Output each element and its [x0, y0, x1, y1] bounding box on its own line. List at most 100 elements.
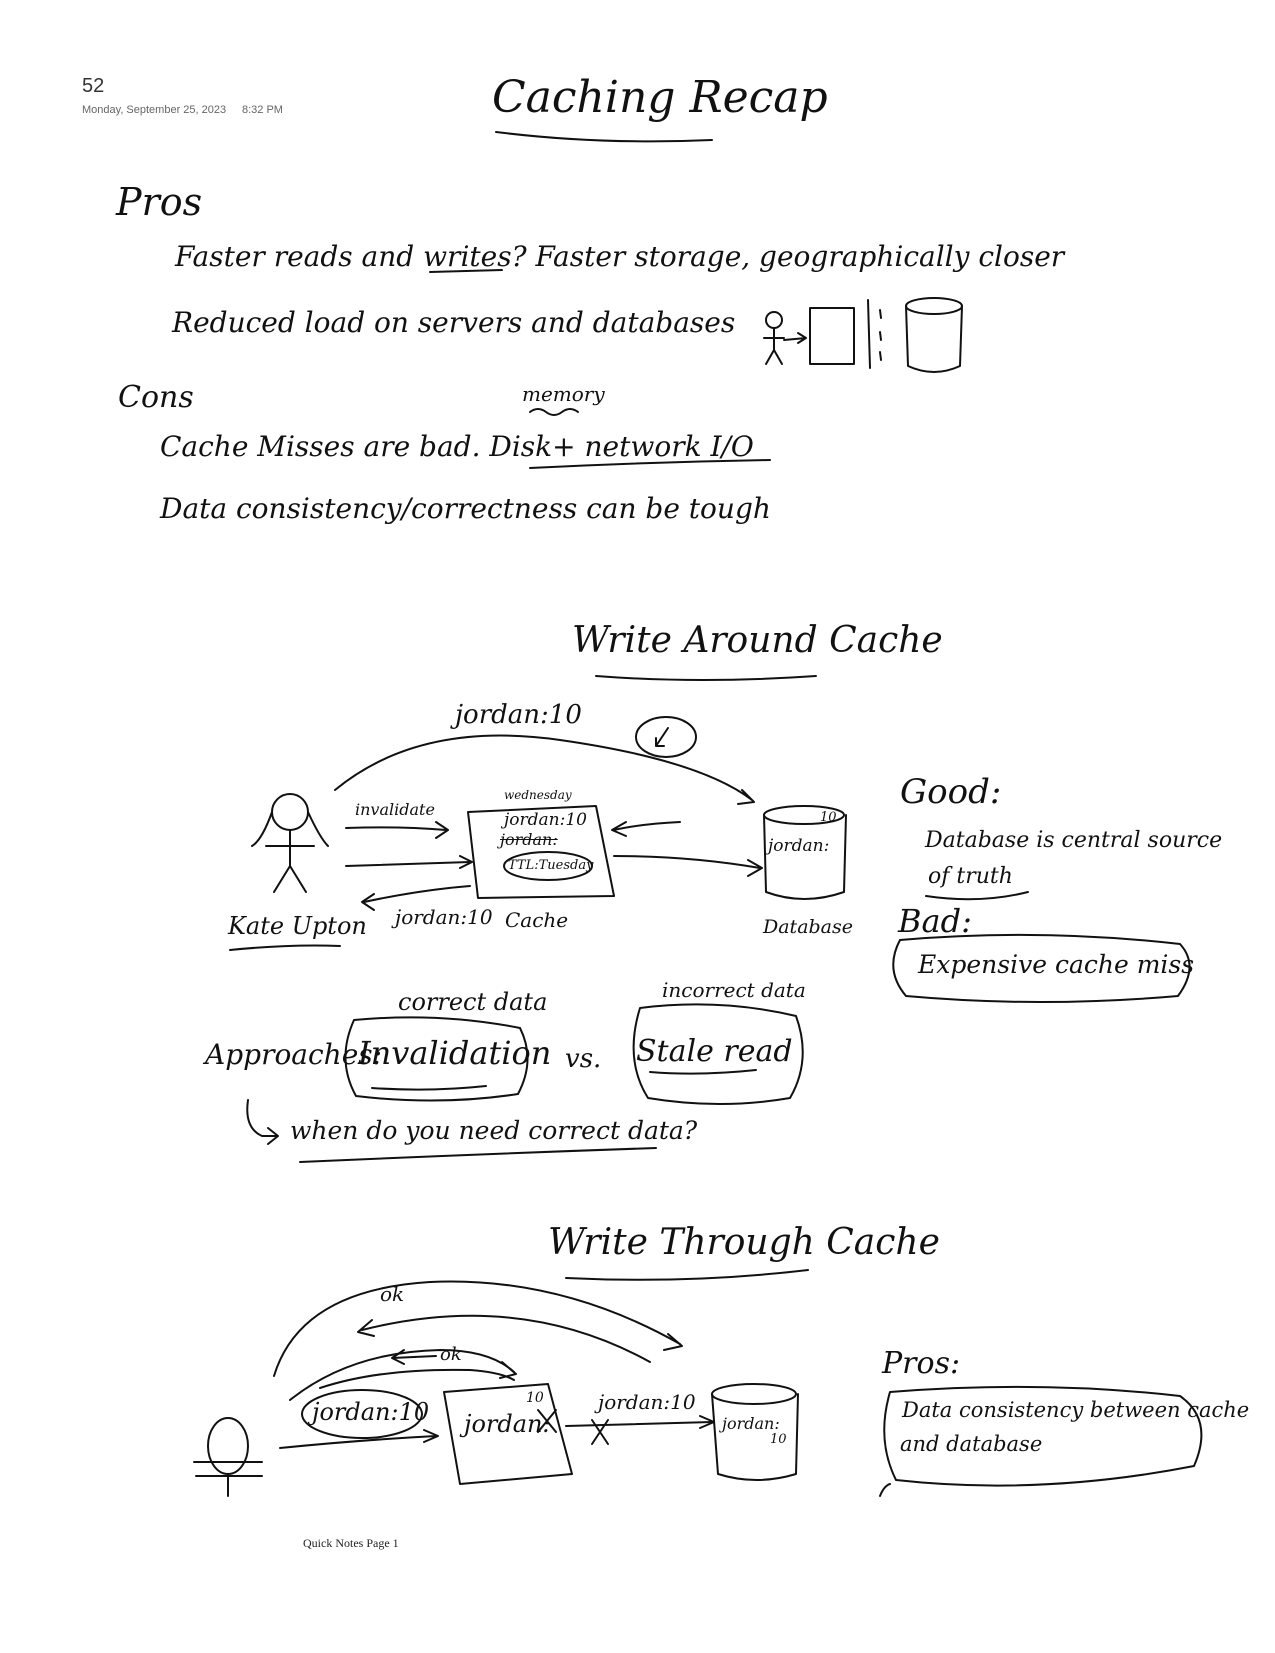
approaches-question: when do you need correct data? [290, 1116, 698, 1145]
invalidate-label: invalidate [355, 800, 435, 819]
database-label: Database [763, 916, 854, 938]
cons-item-1-part1: Cache Misses are bad. [160, 430, 490, 463]
kate-head [271, 793, 309, 831]
pros-heading: Pros [116, 180, 203, 224]
cons-item-2: Data consistency/correctness can be toug… [160, 492, 771, 525]
cache-ttl-oval [503, 851, 593, 881]
cache-entry-1: jordan:10 [504, 810, 587, 830]
invalidation-underline [371, 1085, 487, 1091]
wt-arrow-x [591, 1419, 609, 1445]
mini-user-body [763, 327, 785, 365]
wt-ok-return-arc [357, 1314, 651, 1363]
kate-hair [251, 811, 329, 847]
wt-arrow-label: jordan:10 [598, 1390, 696, 1414]
truth-underline [925, 891, 1029, 901]
incorrect-data-note: incorrect data [662, 978, 806, 1002]
pros-item-1-part1: Faster reads and [175, 240, 424, 273]
wt-cons-start [879, 1483, 891, 1497]
cache-ttl: TTL:Tuesday [508, 858, 594, 873]
write-through-heading: Write Through Cache [548, 1222, 940, 1263]
memory-note: memory [522, 382, 605, 406]
wt-pros-text-1: Data consistency between cache [902, 1398, 1250, 1422]
approaches-label: Approaches: [205, 1038, 383, 1071]
cons-heading: Cons [118, 380, 194, 415]
writes-underline [429, 269, 503, 273]
stale-read-oval [632, 1003, 804, 1105]
bad-heading: Bad: [898, 902, 972, 940]
mini-db-body [905, 305, 963, 373]
mini-server-box [809, 307, 855, 365]
mini-divider [867, 299, 882, 369]
note-date: Monday, September 25, 2023 [82, 104, 227, 116]
cons-item-1: Cache Misses are bad. Disk+ network I/O [160, 430, 754, 463]
memory-squiggle [529, 408, 579, 416]
write-arrow [345, 855, 473, 869]
return-arrow [361, 885, 471, 911]
wt-inner-arc-2 [319, 1368, 515, 1389]
return-label: jordan:10 [395, 905, 493, 929]
kate-body [265, 829, 315, 893]
user-label: Kate Upton [228, 912, 367, 940]
write-through-underline [565, 1269, 809, 1281]
cache-box [467, 805, 615, 899]
write-around-underline [595, 675, 817, 681]
mini-user-icon [765, 311, 783, 329]
db-body [763, 814, 847, 900]
wt-cache-strike [537, 1409, 557, 1433]
wt-outer-arc [273, 1280, 683, 1377]
db-top [763, 805, 845, 825]
invalidation-oval [344, 1016, 529, 1102]
stale-read-option: Stale read [636, 1034, 793, 1069]
wt-user-to-cache-arrow [279, 1429, 439, 1449]
good-text-2: of truth [928, 864, 1013, 889]
approaches-hook-arrow [246, 1099, 279, 1145]
cache-day-label: wednesday [504, 788, 572, 802]
cache-to-db-arrow [613, 855, 763, 877]
pros-item-1-part3: Faster storage, geographically closer [526, 240, 1065, 273]
top-arc-arrow [334, 734, 755, 805]
db-entry: jordan: [768, 836, 830, 856]
good-heading: Good: [900, 772, 1002, 812]
clock-hands [655, 727, 669, 747]
wt-write-bubble [301, 1389, 423, 1439]
note-time: 8:32 PM [242, 104, 283, 116]
stale-read-underline [649, 1069, 757, 1075]
wt-db-body [711, 1393, 799, 1481]
top-flow-label: jordan:10 [455, 700, 582, 730]
wt-user-body [193, 1461, 263, 1497]
db-to-cache-arrow [611, 821, 681, 837]
good-text-1: Database is central source [925, 828, 1223, 853]
pros-item-1-writes: writes? [423, 240, 527, 273]
wt-cache-entry: jordan: [464, 1410, 551, 1438]
mini-arrow [783, 332, 807, 344]
bad-text: Expensive cache miss [918, 950, 1195, 979]
io-underline [529, 459, 771, 469]
invalidate-arrow [345, 821, 449, 839]
pros-item-2: Reduced load on servers and databases [172, 306, 736, 339]
wt-pros-box [883, 1385, 1203, 1487]
correct-data-note: correct data [398, 988, 548, 1016]
title-underline [495, 131, 713, 143]
write-around-heading: Write Around Cache [572, 620, 943, 661]
cons-item-1-io: Disk+ network I/O [489, 430, 754, 463]
pros-item-1: Faster reads and writes? Faster storage,… [175, 240, 1064, 273]
wt-ok-mid-arrow [391, 1349, 437, 1365]
invalidation-option: Invalidation [358, 1034, 552, 1072]
clock-icon [635, 716, 697, 758]
wt-db-value: 10 [770, 1432, 787, 1447]
cache-entry-2: jordan: [500, 830, 558, 849]
wt-cache-box [443, 1383, 573, 1485]
wt-cache-to-db-arrow [565, 1415, 715, 1429]
page-title: Caching Recap [492, 72, 828, 123]
page-number: 52 [82, 75, 105, 97]
wt-pros-text-2: and database [900, 1432, 1043, 1456]
wt-user-head [207, 1417, 249, 1475]
wt-cache-value: 10 [526, 1390, 544, 1406]
wt-db-entry: jordan: [722, 1414, 780, 1433]
wt-db-top [711, 1383, 797, 1405]
mini-db-top [905, 297, 963, 315]
kate-underline [229, 944, 341, 951]
question-underline [299, 1147, 657, 1163]
write-bubble: jordan:10 [312, 1398, 430, 1426]
